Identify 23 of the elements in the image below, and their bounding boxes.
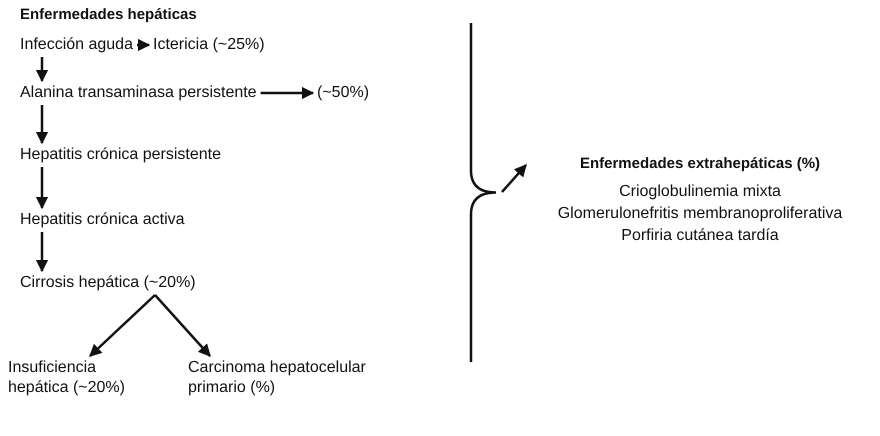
step-text: Ictericia (~25%): [153, 35, 265, 55]
list-item: Porfiria cutánea tardía: [620, 226, 780, 246]
step-text: (~50%): [317, 83, 370, 103]
step-text: Carcinoma hepatocelular primario (%): [188, 358, 428, 398]
step-text: Cirrosis hepática (~20%): [20, 273, 196, 293]
list-item: Crioglobulinemia mixta: [618, 182, 782, 202]
group-heading: Enfermedades extrahepáticas (%): [578, 154, 822, 174]
arrow: [260, 86, 314, 100]
step-text: Infección aguda: [20, 35, 133, 55]
heading: Enfermedades hepáticas: [20, 6, 197, 23]
arrow: [36, 105, 48, 144]
step-text: Hepatitis crónica activa: [20, 210, 185, 230]
step-text: Hepatitis crónica persistente: [20, 145, 221, 165]
arrow: [501, 164, 527, 193]
arrow: [36, 57, 48, 82]
list-item: Glomerulonefritis membranoproliferativa: [556, 204, 844, 224]
arrow: [89, 294, 156, 357]
arrow: [36, 232, 48, 272]
arrow: [154, 294, 211, 357]
arrow: [136, 38, 150, 52]
step-text: Alanina transaminasa persistente: [20, 83, 257, 103]
step-text: Insuficiencia hepática (~20%): [8, 358, 133, 398]
arrow: [36, 167, 48, 210]
